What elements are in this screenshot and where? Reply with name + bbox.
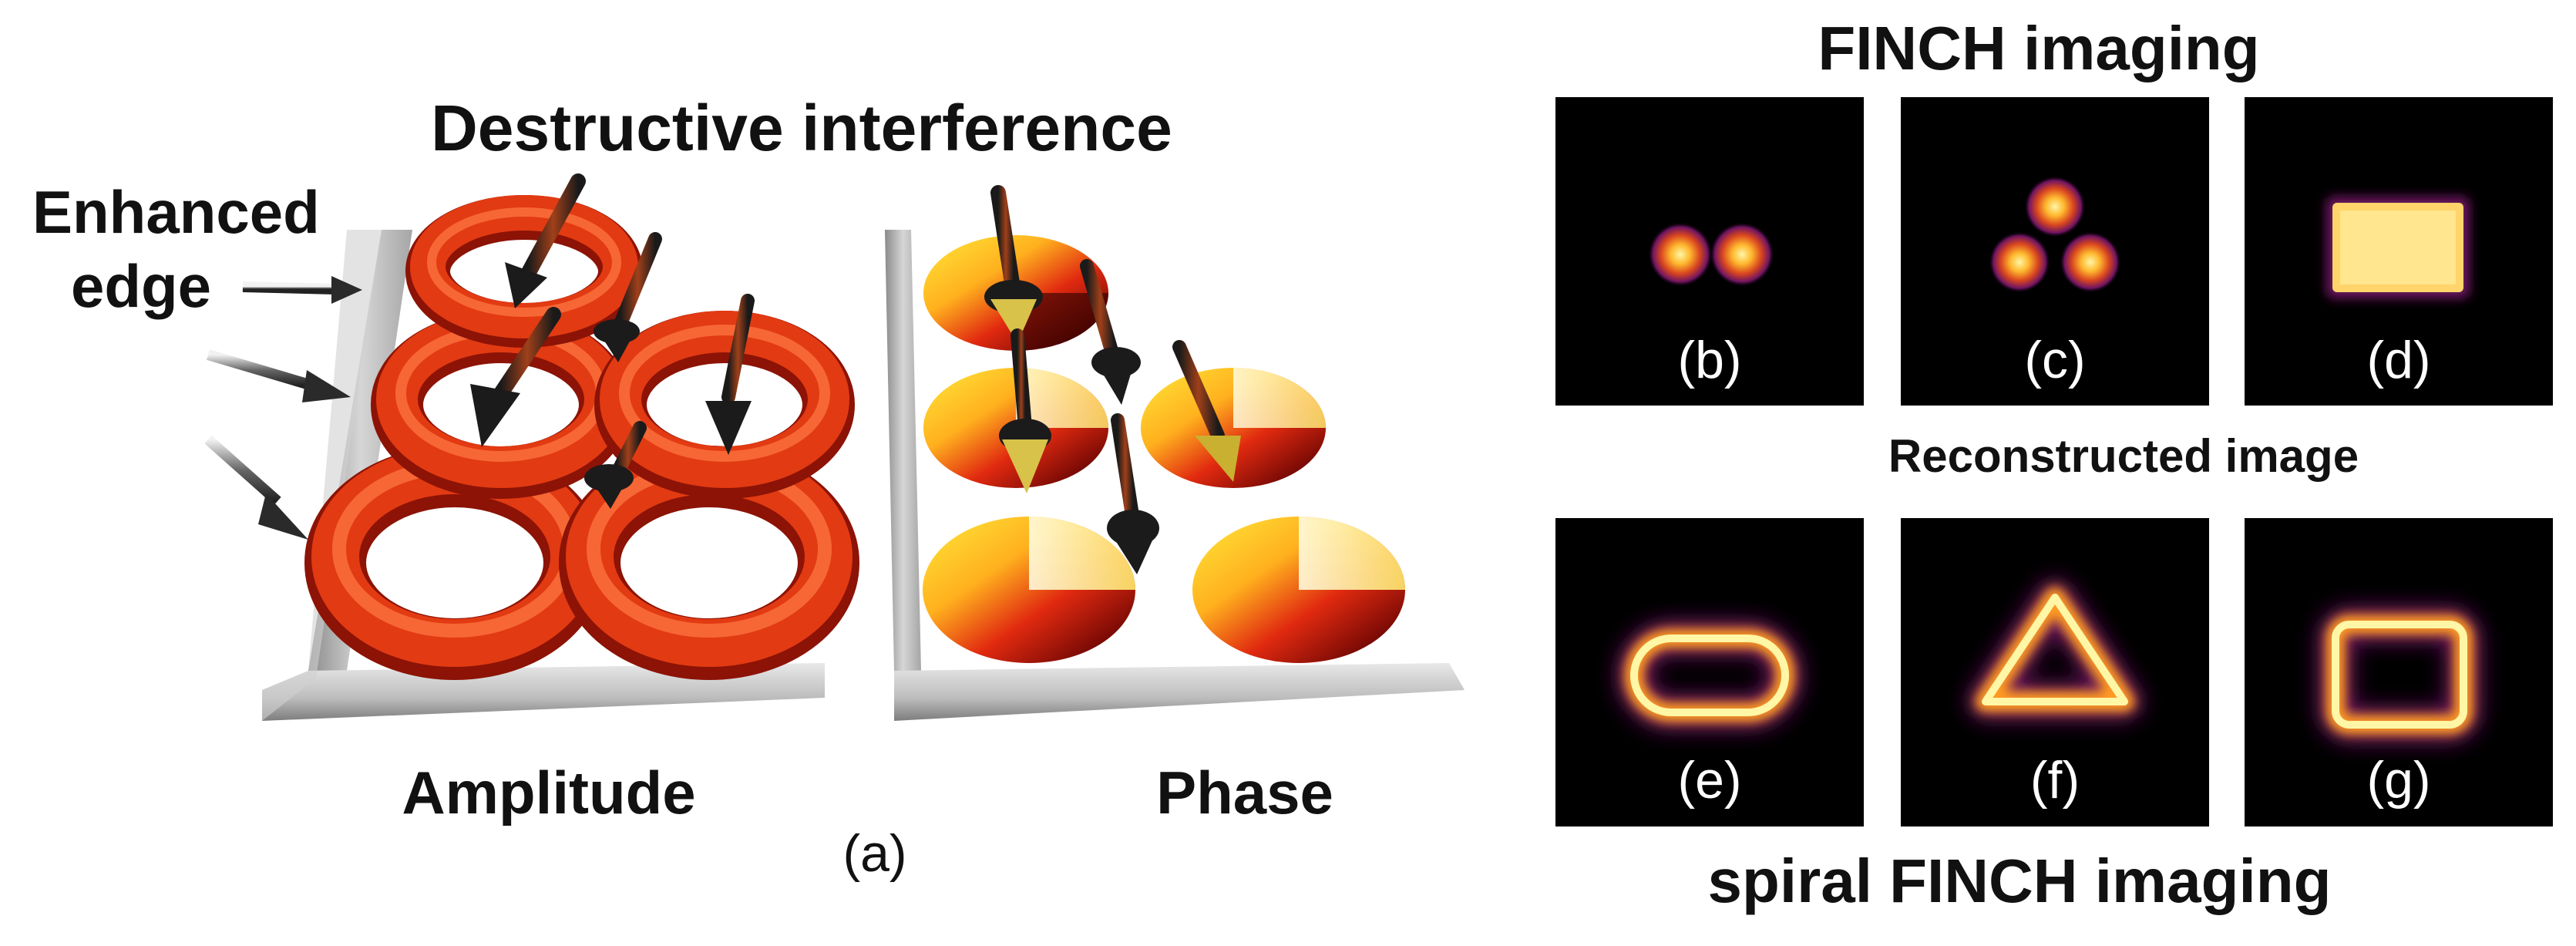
enhanced-label-line1: Enhanced bbox=[32, 178, 320, 246]
torus-middle-right bbox=[594, 311, 855, 499]
edge-arrow-icon bbox=[207, 349, 351, 402]
torus-top bbox=[405, 195, 643, 348]
phase-diagram bbox=[885, 185, 1465, 721]
amplitude-label: Amplitude bbox=[402, 759, 695, 826]
panel-d: (d) bbox=[2245, 97, 2553, 406]
needle-group-phase bbox=[984, 185, 1241, 574]
spiral-finch-imaging-title: spiral FINCH imaging bbox=[1708, 847, 2332, 915]
enhanced-label-line2: edge bbox=[71, 252, 211, 320]
needle-icon bbox=[505, 173, 586, 308]
panel-c: (c) bbox=[1901, 97, 2209, 406]
needle-icon bbox=[594, 232, 662, 362]
amplitude-plate-left bbox=[262, 230, 382, 721]
destructive-interference-label: Destructive interference bbox=[431, 92, 1172, 164]
phase-plate-wall bbox=[885, 230, 921, 671]
panel-g-label: (g) bbox=[2366, 751, 2430, 810]
edge-arrow-icon bbox=[204, 435, 308, 540]
panel-b: (b) bbox=[1555, 97, 1864, 406]
needle-group-amplitude bbox=[470, 173, 755, 509]
needle-icon bbox=[584, 421, 647, 509]
needle-icon bbox=[1080, 259, 1141, 405]
phase-disc bbox=[1192, 517, 1405, 663]
finch-imaging-title: FINCH imaging bbox=[1818, 14, 2259, 82]
reconstructed-image-title: Reconstructed image bbox=[1888, 430, 2359, 482]
needle-icon bbox=[984, 185, 1043, 343]
needle-icon bbox=[705, 294, 755, 455]
needle-icon bbox=[470, 307, 561, 447]
panel-b-label: (b) bbox=[1677, 331, 1741, 389]
needle-icon bbox=[1107, 413, 1159, 574]
phase-disc bbox=[923, 517, 1135, 663]
phase-label: Phase bbox=[1156, 759, 1333, 826]
panel-d-label: (d) bbox=[2366, 331, 2430, 389]
phase-plate-base bbox=[894, 663, 1465, 721]
panel-a-label: (a) bbox=[842, 824, 906, 883]
phase-disc bbox=[1141, 368, 1326, 488]
panel-e-label: (e) bbox=[1677, 751, 1741, 810]
panel-g: (g) bbox=[2245, 518, 2553, 826]
panel-f: (f) bbox=[1901, 518, 2209, 826]
needle-icon bbox=[1172, 340, 1241, 482]
panel-e: (e) bbox=[1555, 518, 1864, 826]
panel-c-label: (c) bbox=[2024, 331, 2085, 389]
needle-icon bbox=[999, 328, 1051, 493]
amplitude-diagram bbox=[204, 173, 859, 721]
panel-f-label: (f) bbox=[2030, 751, 2080, 810]
edge-arrow-icon bbox=[242, 276, 362, 304]
